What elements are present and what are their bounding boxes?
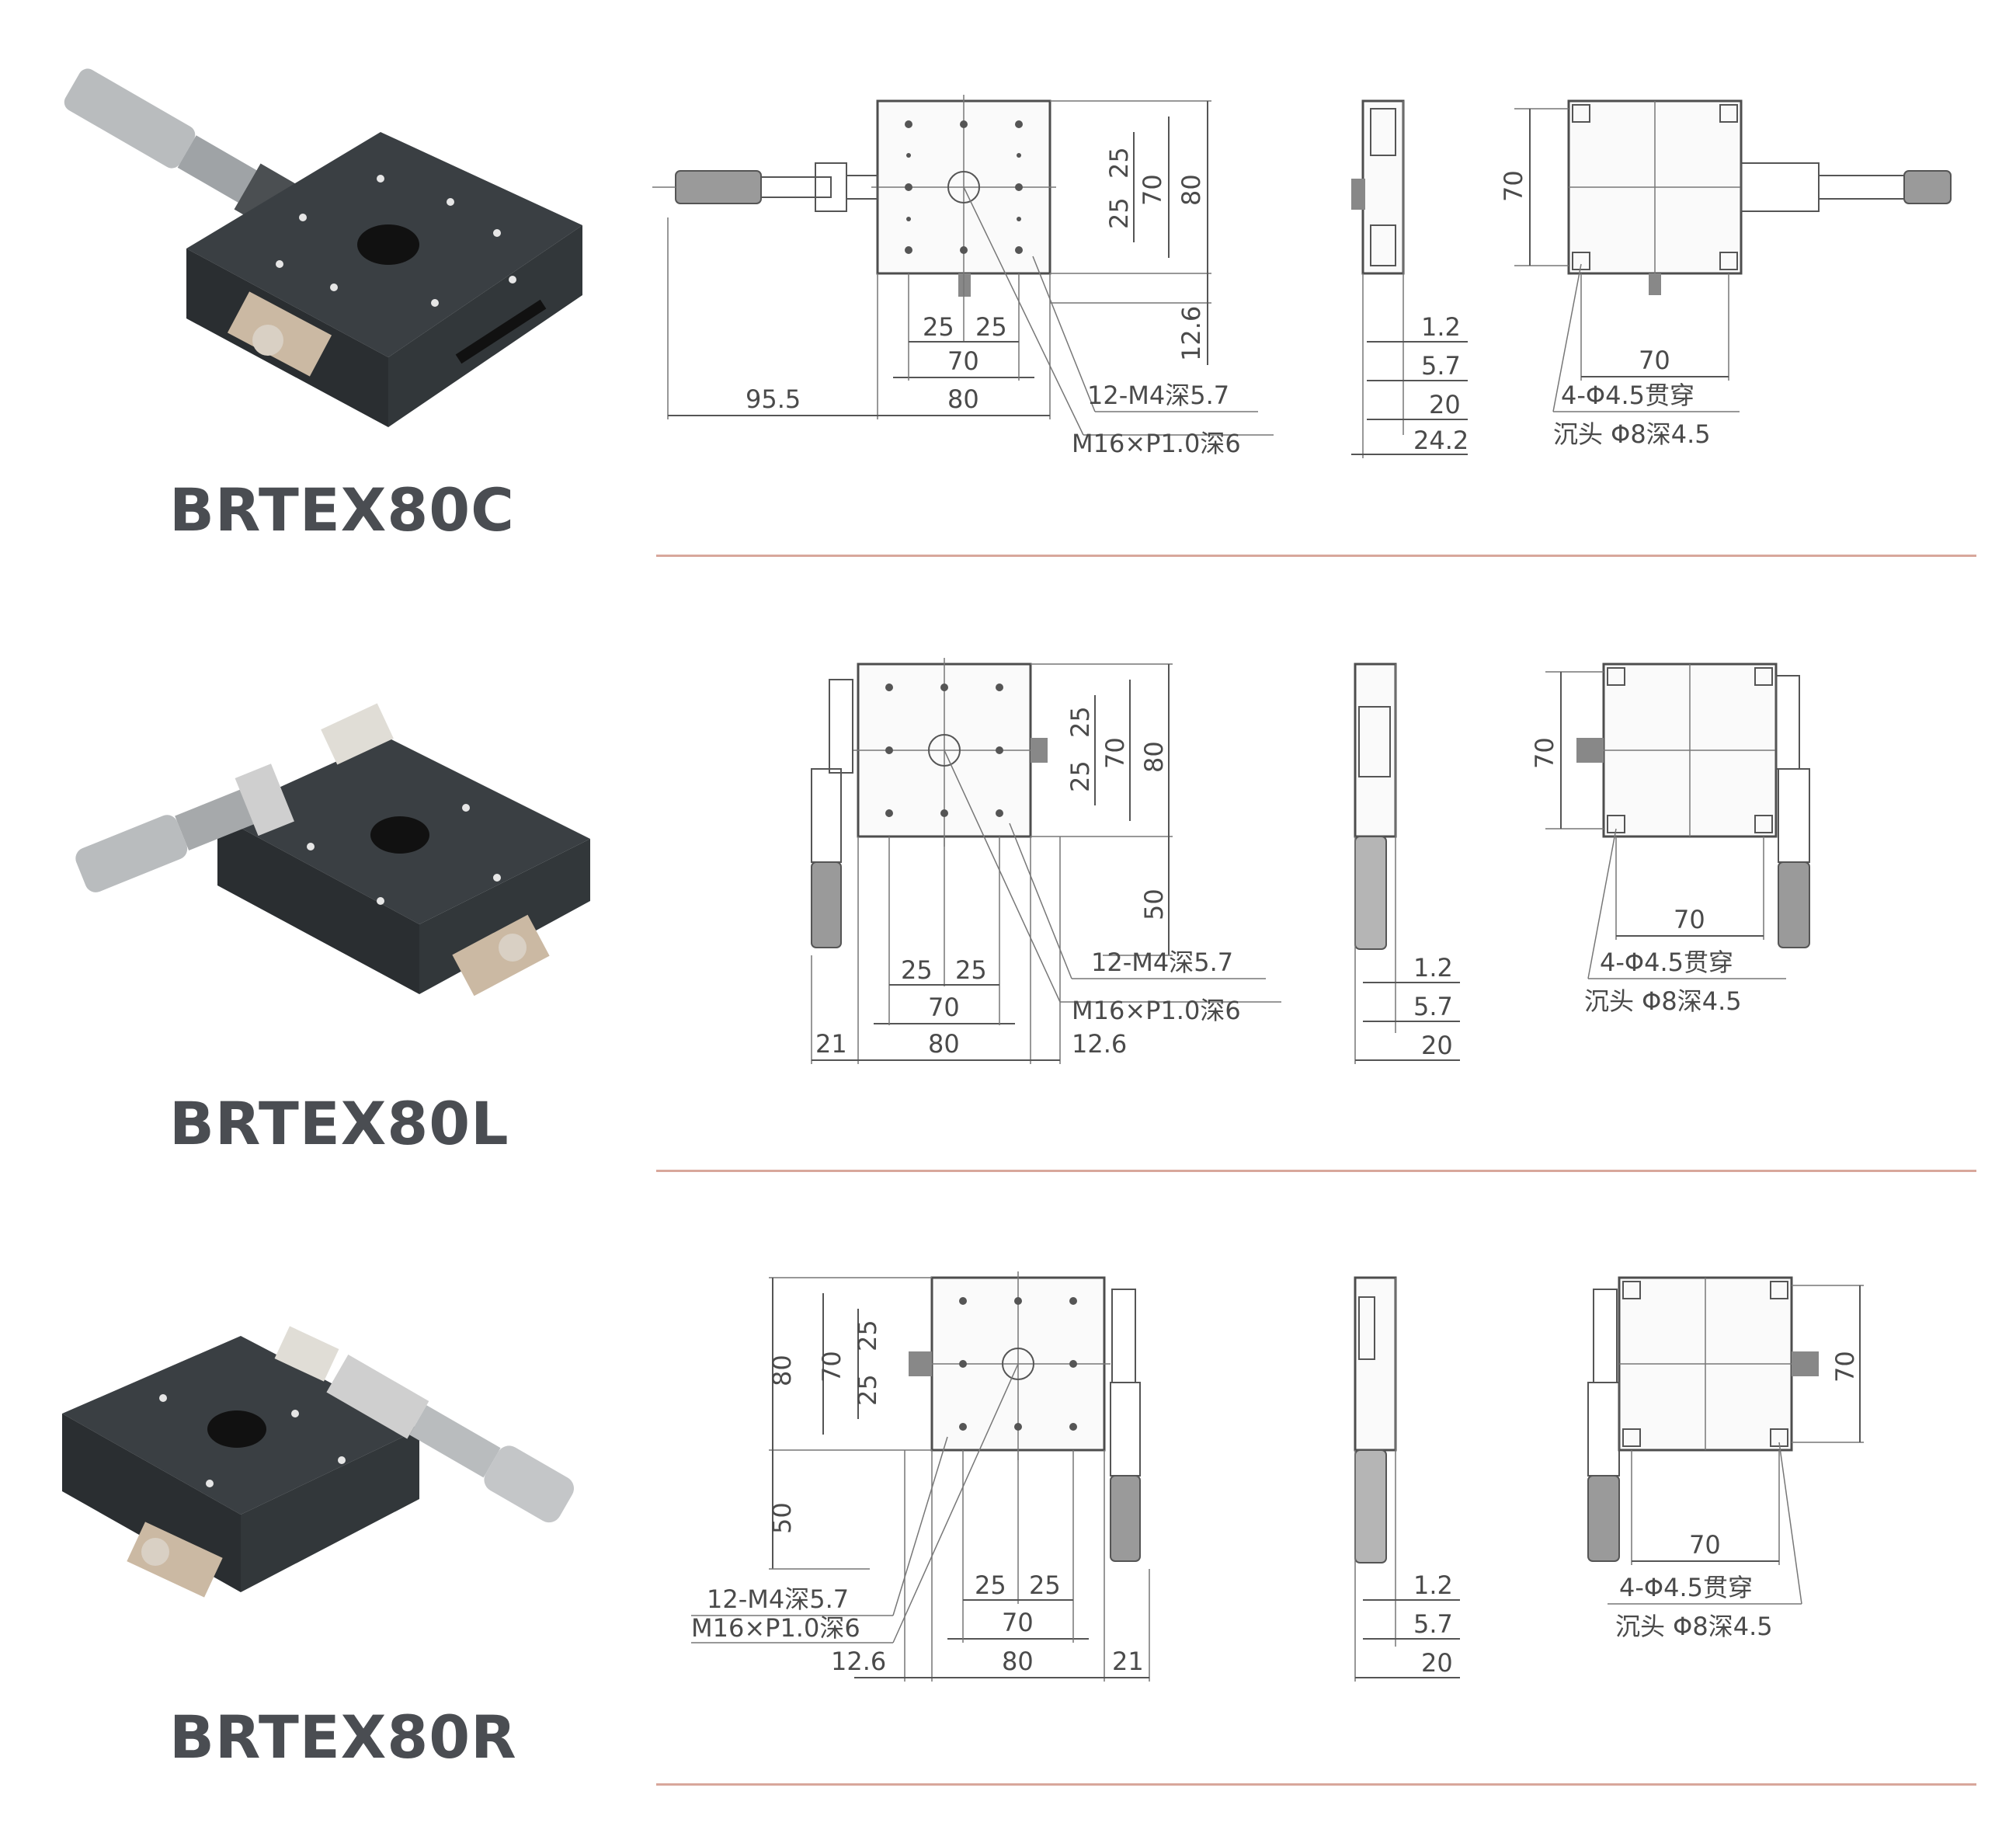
technical-drawing-brtex80r: 12.6 80 21 70 25 25 80 70 25 25 50 12-M4… <box>691 1271 1864 1682</box>
dim-21: 21 <box>815 1029 847 1059</box>
note-m16: M16×P1.0深6 <box>691 1613 860 1643</box>
dim-r70: 70 <box>1499 170 1528 202</box>
dim-v70: 70 <box>1100 737 1130 769</box>
dim-v50: 50 <box>1139 889 1169 920</box>
dim-21: 21 <box>1112 1647 1144 1676</box>
dim-80: 80 <box>947 384 979 414</box>
dim-1-2: 1.2 <box>1421 312 1461 342</box>
note-thru: 4-Φ4.5贯穿 <box>1600 948 1733 977</box>
dim-v25b: 25 <box>1065 760 1095 792</box>
note-m4: 12-M4深5.7 <box>1087 381 1229 410</box>
dim-v80: 80 <box>1177 174 1206 206</box>
technical-drawing-brtex80l: 21 80 12.6 70 25 25 80 70 25 25 50 12-M4… <box>811 658 1810 1064</box>
dim-v12-6: 12.6 <box>1177 306 1206 361</box>
note-counterbore: 沉头 Φ8深4.5 <box>1584 986 1742 1016</box>
dim-24-2: 24.2 <box>1413 426 1469 455</box>
dim-v70: 70 <box>1138 174 1167 206</box>
dim-70: 70 <box>928 993 960 1022</box>
model-label: BRTEX80C <box>169 475 515 544</box>
dim-95-5: 95.5 <box>746 384 801 414</box>
dim-70: 70 <box>1002 1608 1034 1637</box>
dim-25-right: 25 <box>975 312 1007 342</box>
row-separator <box>656 1783 1976 1786</box>
dim-12-6: 12.6 <box>1072 1029 1127 1059</box>
dim-25-right: 25 <box>955 955 987 985</box>
dim-80: 80 <box>928 1029 960 1059</box>
dim-b70: 70 <box>1674 905 1705 934</box>
note-thru: 4-Φ4.5贯穿 <box>1619 1573 1753 1602</box>
product-photo-brtex80r <box>62 1326 574 1598</box>
dim-20: 20 <box>1421 1648 1453 1678</box>
dim-b70: 70 <box>1639 346 1670 375</box>
dim-b70: 70 <box>1689 1530 1721 1560</box>
dim-v70: 70 <box>817 1351 846 1383</box>
dim-20: 20 <box>1429 390 1461 419</box>
note-counterbore: 沉头 Φ8深4.5 <box>1615 1612 1773 1641</box>
dim-v25a: 25 <box>853 1320 882 1351</box>
dim-5-7: 5.7 <box>1413 992 1453 1021</box>
product-row-brtex80r: BRTEX80R 12.6 80 21 70 25 25 <box>0 1227 2016 1833</box>
note-m4: 12-M4深5.7 <box>1091 948 1233 977</box>
dim-v80: 80 <box>767 1355 797 1386</box>
dim-v50: 50 <box>767 1502 797 1534</box>
row-separator <box>656 1170 1976 1172</box>
row-separator <box>656 555 1976 557</box>
dim-r70: 70 <box>1830 1351 1860 1383</box>
dim-v25b: 25 <box>1104 197 1134 229</box>
product-row-brtex80c: BRTEX80C 95.5 80 70 25 <box>0 0 2016 606</box>
dim-r70: 70 <box>1530 737 1559 769</box>
model-label: BRTEX80L <box>169 1089 509 1158</box>
technical-drawing-brtex80c: 95.5 80 70 25 25 80 70 25 25 12.6 12-M4深… <box>652 95 1952 458</box>
dim-5-7: 5.7 <box>1413 1609 1453 1639</box>
product-photo-brtex80l <box>75 703 590 996</box>
dim-20: 20 <box>1421 1031 1453 1060</box>
dim-5-7: 5.7 <box>1421 351 1461 381</box>
note-thru: 4-Φ4.5贯穿 <box>1561 381 1694 410</box>
model-label: BRTEX80R <box>169 1703 517 1772</box>
dim-1-2: 1.2 <box>1413 953 1453 983</box>
dim-v25a: 25 <box>1104 147 1134 179</box>
product-row-brtex80l: BRTEX80L 21 80 12.6 70 25 25 <box>0 614 2016 1219</box>
dim-25-left: 25 <box>923 312 954 342</box>
product-photo-brtex80c <box>64 68 582 427</box>
dim-1-2: 1.2 <box>1413 1570 1453 1600</box>
note-m16: M16×P1.0深6 <box>1072 996 1241 1025</box>
dim-12-6: 12.6 <box>831 1647 886 1676</box>
dim-v25b: 25 <box>853 1374 882 1406</box>
note-counterbore: 沉头 Φ8深4.5 <box>1553 419 1711 449</box>
dim-25-left: 25 <box>975 1570 1006 1600</box>
dim-25-left: 25 <box>901 955 933 985</box>
note-m16: M16×P1.0深6 <box>1072 429 1241 458</box>
dim-25-right: 25 <box>1029 1570 1061 1600</box>
dim-70: 70 <box>947 346 979 376</box>
dim-80: 80 <box>1002 1647 1034 1676</box>
note-m4: 12-M4深5.7 <box>707 1584 849 1614</box>
dim-v80: 80 <box>1139 741 1169 773</box>
dim-v25a: 25 <box>1065 706 1095 738</box>
